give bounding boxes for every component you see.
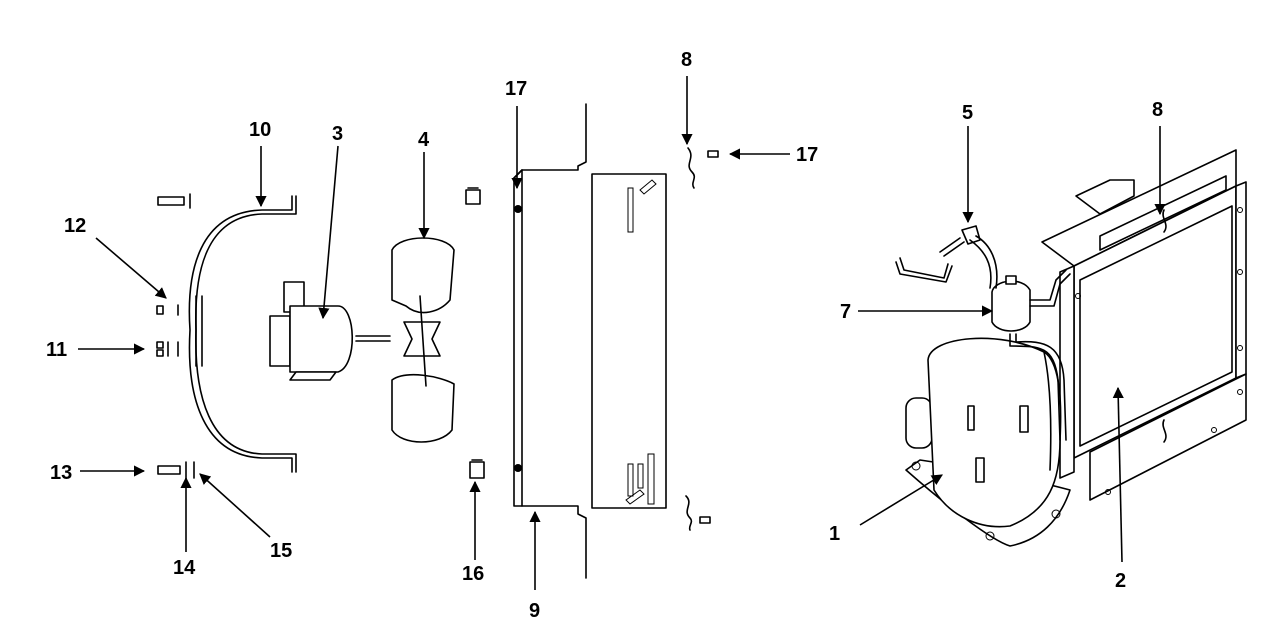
clip-top [687, 147, 719, 189]
callout-1: 1 [829, 523, 840, 545]
callout-2: 2 [1115, 570, 1126, 592]
callout-4: 4 [418, 129, 430, 151]
callout-9: 9 [529, 600, 540, 622]
leader-12 [95, 237, 167, 299]
fan-blade [391, 237, 455, 443]
callout-17-right: 17 [796, 144, 818, 166]
fan-shroud [513, 103, 667, 579]
callout-7: 7 [840, 301, 851, 323]
callout-17-top: 17 [505, 78, 527, 100]
callout-13: 13 [50, 462, 72, 484]
callout-8-top: 8 [681, 49, 692, 71]
callout-11: 11 [46, 339, 67, 361]
callout-3: 3 [332, 123, 343, 145]
grommet-top [465, 187, 481, 205]
fan-motor [269, 281, 391, 381]
compressor [905, 337, 1071, 547]
callout-10: 10 [249, 119, 271, 141]
callout-5: 5 [962, 102, 973, 124]
grommet-bottom [469, 459, 485, 479]
bolt-top [157, 193, 191, 209]
screw-12 [156, 304, 179, 316]
callout-16: 16 [462, 563, 484, 585]
screws-11 [156, 341, 179, 357]
callout-15: 15 [270, 540, 292, 562]
leader-2 [1112, 386, 1124, 563]
filter-drier [991, 269, 1071, 441]
leader-1 [859, 474, 943, 526]
clip-bottom [685, 495, 711, 531]
motor-bracket [188, 195, 297, 473]
callout-14: 14 [173, 557, 196, 579]
cap-tube [895, 225, 998, 289]
leader-15 [199, 473, 271, 538]
callout-12: 12 [64, 215, 86, 237]
callout-8-right: 8 [1152, 99, 1163, 121]
condenser [1041, 149, 1247, 501]
leader-3 [318, 145, 339, 320]
bolt-bottom [157, 461, 195, 479]
